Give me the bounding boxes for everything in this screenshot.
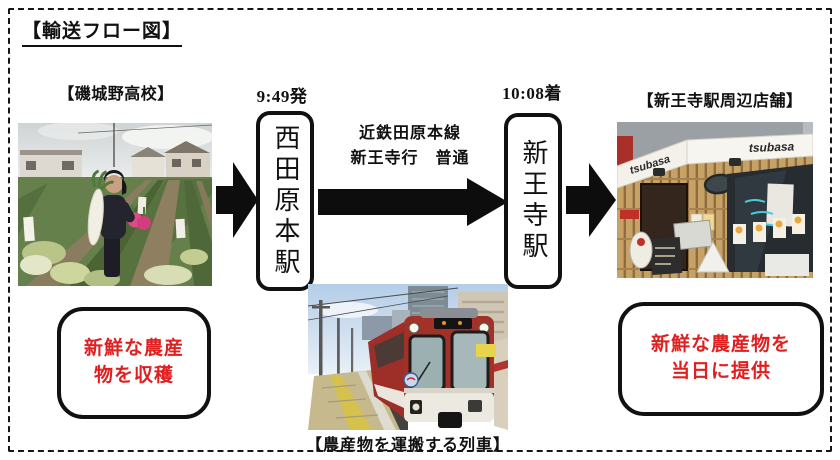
arrival-time: 10:08着 <box>502 84 562 103</box>
harvest-note-box: 新鮮な農産 物を収穫 <box>57 307 211 419</box>
flow-arrow-3 <box>564 161 618 239</box>
departure-time: 9:49発 <box>256 87 308 106</box>
route-service-type: 新王寺行 普通 <box>350 149 470 167</box>
station-name-shinoji: 新王寺駅 <box>519 139 548 263</box>
flow-arrow-1 <box>214 160 260 240</box>
shop-awning-text-right: tsubasa <box>749 139 795 155</box>
page-title: 【輸送フロー図】 <box>22 16 183 47</box>
farm-photo <box>18 123 212 286</box>
route-description: 近鉄田原本線 新王寺行 普通 <box>312 122 508 172</box>
train-caption: 【農産物を運搬する列車】 <box>305 437 510 454</box>
delivery-note-box: 新鮮な農産物を 当日に提供 <box>618 302 824 416</box>
harvest-note-line2: 物を収穫 <box>93 365 174 386</box>
train-photo <box>308 284 508 430</box>
flow-arrow-train-line <box>318 176 510 228</box>
person-figure <box>87 169 151 277</box>
harvest-note-line1: 新鮮な農産 <box>83 338 184 360</box>
dashed-page-border <box>8 8 832 452</box>
route-line-name: 近鉄田原本線 <box>358 125 461 142</box>
shop-photo: tsubasa tsubasa <box>617 122 813 278</box>
source-label: 【磯城野高校】 <box>58 86 174 103</box>
station-box-nishitawaramoto: 西田原本駅 <box>256 111 314 291</box>
station-name-nishitawaramoto: 西田原本駅 <box>271 123 300 279</box>
delivery-note-line1: 新鮮な農産物を <box>650 334 791 356</box>
station-box-shinoji: 新王寺駅 <box>504 113 562 289</box>
destination-label: 【新王寺駅周辺店舗】 <box>637 93 803 110</box>
delivery-note-line2: 当日に提供 <box>670 361 771 382</box>
